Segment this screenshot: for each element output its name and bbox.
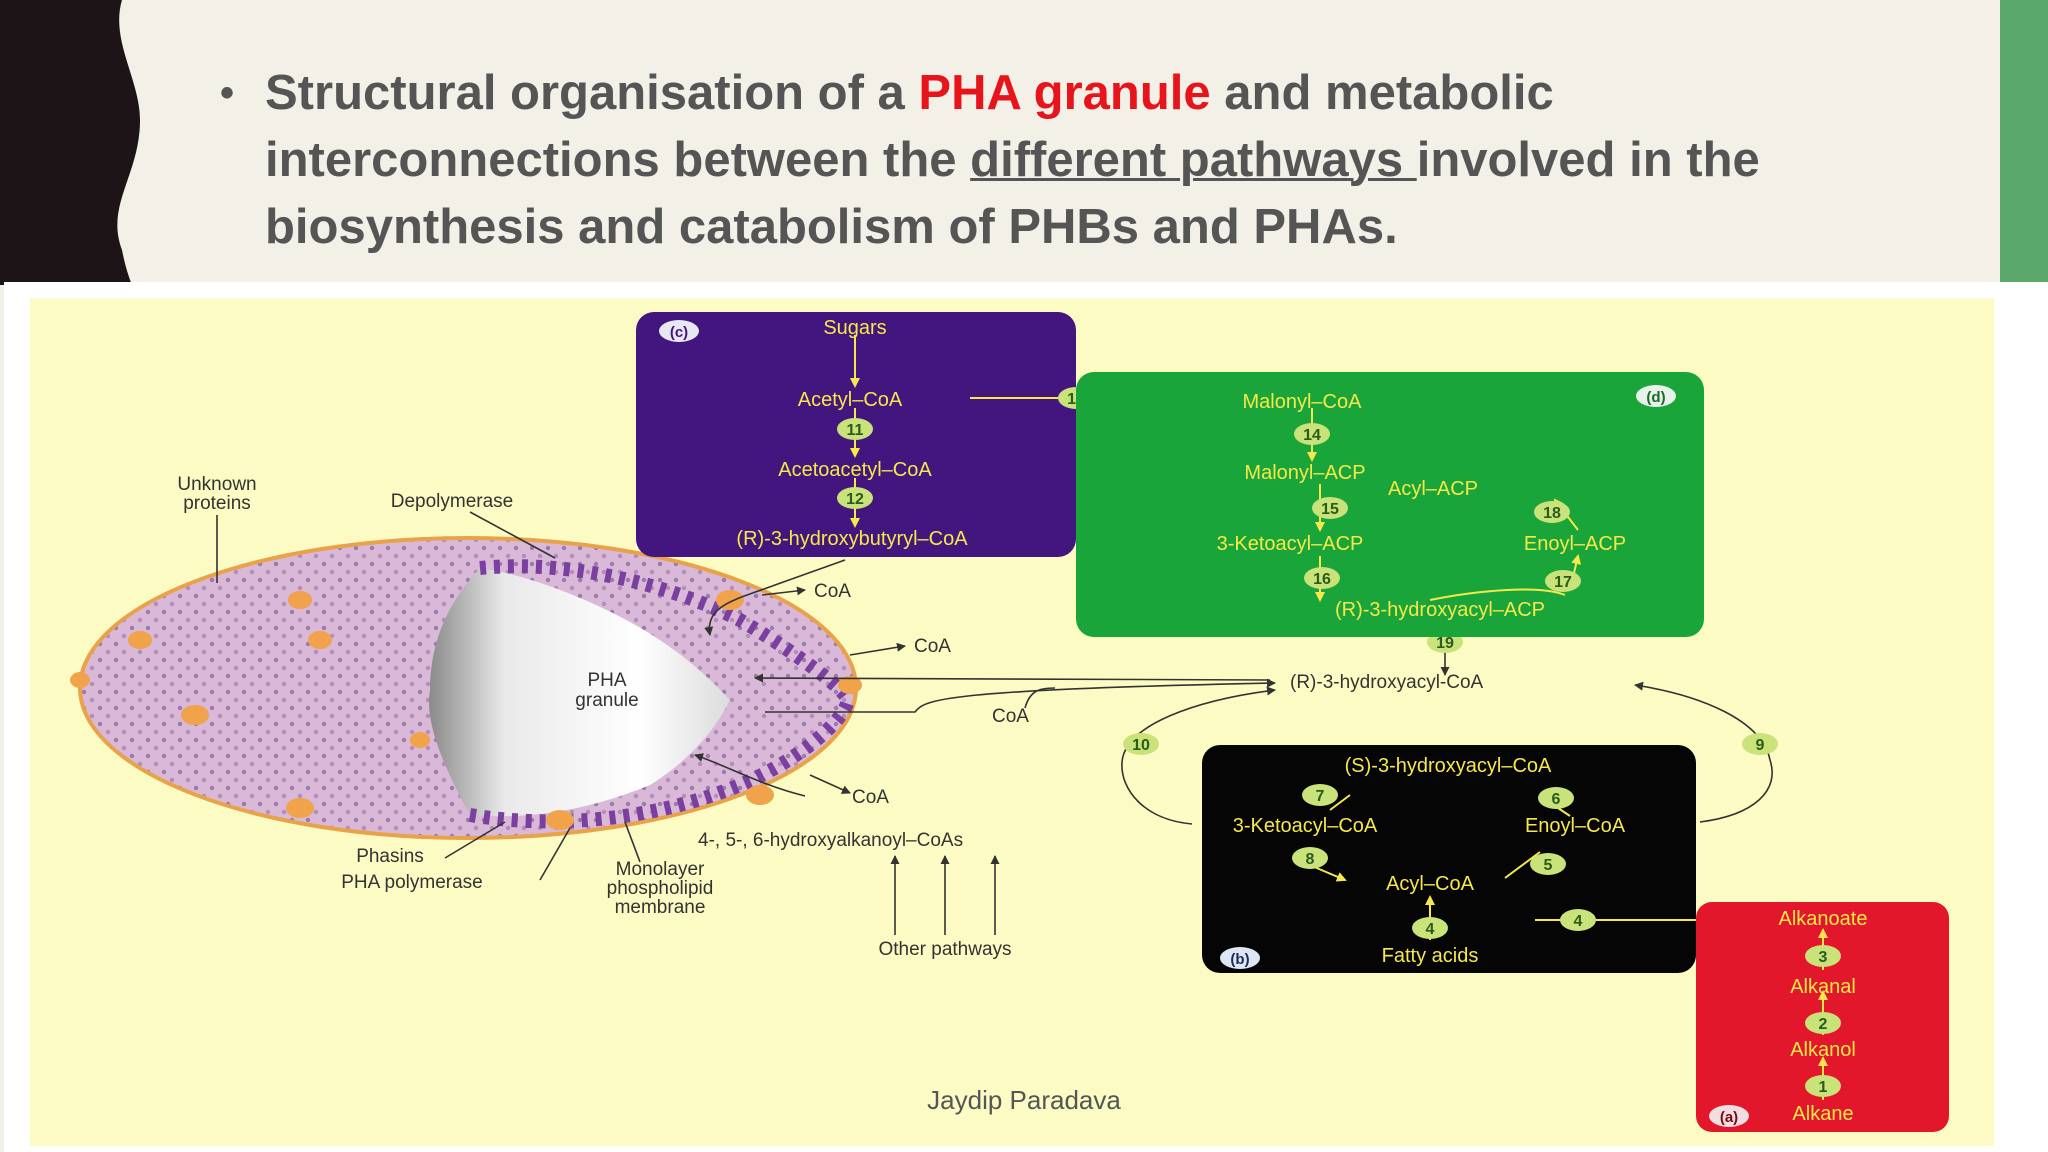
coa-label-1: CoA: [814, 581, 851, 602]
depolymerase-leader: [469, 511, 556, 559]
alkanoate-label: Alkanoate: [1779, 908, 1868, 930]
phasins-leader: [444, 821, 506, 859]
pathway-9-arrow: [1634, 681, 1773, 823]
coa-1-arrow: [761, 586, 806, 596]
ketoacyl-acp-label: 3-Ketoacyl–ACP: [1217, 533, 1364, 555]
circle-16-label: 16: [1313, 571, 1331, 588]
acetyl-coa-label: Acetyl–CoA: [798, 389, 903, 411]
bullet-symbol: •: [220, 71, 235, 115]
coa-label-4: CoA: [852, 787, 889, 808]
alkanal-label: Alkanal: [1790, 976, 1856, 998]
circle-14-label: 14: [1303, 427, 1321, 444]
ketoacyl-coa-label: 3-Ketoacyl–CoA: [1233, 815, 1378, 837]
granule-core-label-2: granule: [575, 690, 638, 711]
pha-granule: PHA granule: [70, 536, 862, 840]
monolayer-leader: [624, 821, 641, 863]
circle-11-label: 11: [847, 422, 864, 439]
alkanol-label: Alkanol: [1790, 1039, 1856, 1061]
malonyl-coa-label: Malonyl–CoA: [1243, 391, 1363, 413]
other-pathways-label: Other pathways: [878, 939, 1011, 960]
malonyl-acp-label: Malonyl–ACP: [1244, 462, 1365, 484]
circle-18-label: 18: [1543, 505, 1561, 522]
circle-17-label: 17: [1554, 574, 1572, 591]
enoyl-coa-label: Enoyl–CoA: [1525, 815, 1626, 837]
panel-b: (S)-3-hydroxyacyl–CoA 3-Ketoacyl–CoA Eno…: [1202, 745, 1700, 973]
sugars-label: Sugars: [823, 317, 886, 339]
circle-12-label: 12: [846, 491, 864, 508]
hydroxybutyryl-coa-label: (R)-3-hydroxybutyryl–CoA: [736, 528, 968, 550]
membrane-lower: [468, 698, 855, 829]
panel-a-tag: (a): [1720, 1109, 1738, 1126]
acyl-coa-label: Acyl–CoA: [1386, 873, 1474, 895]
s-hydroxyacyl-coa-label: (S)-3-hydroxyacyl–CoA: [1345, 755, 1552, 777]
circle-4-link-label: 4: [1574, 913, 1583, 930]
circle-2-label: 2: [1819, 1016, 1828, 1033]
dark-wave-band: [0, 0, 140, 285]
circle-9: [1742, 733, 1778, 755]
granule-to-hydroxyacyl-arrow: [765, 678, 1276, 713]
depolymerase-label: Depolymerase: [391, 491, 514, 512]
granule-core-label-1: PHA: [587, 670, 626, 691]
hydroxyalkanoyl-to-granule-arrow: [694, 753, 806, 797]
granule-core: [429, 568, 730, 817]
slide-footer: Jaydip Paradava: [927, 1085, 1121, 1115]
alkane-label: Alkane: [1792, 1103, 1853, 1125]
monolayer-label-3: membrane: [615, 897, 706, 918]
coa-3-branch: [1024, 687, 1056, 709]
polymerase-leader: [539, 827, 571, 881]
hydroxyalkanoyl-label: 4-, 5-, 6-hydroxyalkanoyl–CoAs: [698, 830, 963, 851]
heading-part-2: and metabolic interconnections between t…: [265, 66, 1554, 187]
green-side-bar: [2000, 0, 2048, 285]
pha-polymerase-label: PHA polymerase: [341, 872, 483, 893]
circle-6-label: 6: [1552, 791, 1561, 808]
panel-d-tag: (d): [1646, 389, 1665, 406]
unknown-proteins-label-1: Unknown: [177, 474, 256, 495]
circle-4-label: 4: [1426, 921, 1435, 938]
fatty-acids-label: Fatty acids: [1382, 945, 1479, 967]
panel-c-tag: (c): [670, 324, 688, 341]
heading-highlight: PHA granule: [918, 66, 1211, 120]
circle-1-label: 1: [1819, 1079, 1828, 1096]
panel-a: Alkanoate Alkanal Alkanol Alkane 3 2 1 (…: [1696, 902, 1949, 1132]
panel-c: Sugars Acetyl–CoA Acetoacetyl–CoA (R)-3-…: [636, 312, 1182, 557]
circle-7-label: 7: [1316, 788, 1325, 805]
panel-d: Malonyl–CoA Malonyl–ACP Acyl–ACP 3-Ketoa…: [1076, 372, 1704, 637]
hydroxybutyryl-to-granule-arrow: [704, 559, 846, 636]
heading-part-1: Structural organisation of a: [265, 66, 919, 120]
heading-part-3: involved in the biosynthesis and catabol…: [265, 133, 1760, 254]
circle-9-label: 9: [1756, 737, 1765, 754]
heading-underlined: different pathways: [970, 133, 1417, 187]
bullet-text: • Structural organisation of a PHA granu…: [220, 60, 1920, 261]
enoyl-acp-label: Enoyl–ACP: [1524, 533, 1626, 555]
panel-b-tag: (b): [1230, 951, 1249, 968]
r-hydroxyacyl-coa-label: (R)-3-hydroxyacyl-CoA: [1290, 672, 1484, 693]
coa-label-3: CoA: [992, 706, 1029, 727]
circle-15-label: 15: [1321, 501, 1339, 518]
circle-3-label: 3: [1819, 949, 1828, 966]
acetoacetyl-coa-label: Acetoacetyl–CoA: [778, 459, 932, 481]
panel-d-box: [1076, 372, 1704, 637]
acyl-acp-label: Acyl–ACP: [1388, 478, 1478, 500]
circle-10: [1123, 733, 1159, 755]
coa-2-arrow: [849, 642, 906, 656]
unknown-proteins-label-2: proteins: [183, 493, 251, 514]
panel-b-box: [1202, 745, 1696, 973]
circle-5-label: 5: [1544, 857, 1553, 874]
depolymerase-release-arrow: [754, 673, 1271, 683]
pathway-10-arrow: [1121, 686, 1276, 825]
coa-label-2: CoA: [914, 636, 951, 657]
circle-10-label: 10: [1132, 737, 1150, 754]
monolayer-label-2: phospholipid: [607, 878, 714, 899]
circle-19-label: 19: [1436, 635, 1454, 652]
coa-4-arrow: [809, 774, 851, 794]
circle-8-label: 8: [1306, 851, 1315, 868]
phasins-label: Phasins: [356, 846, 424, 867]
hydroxyacyl-acp-label: (R)-3-hydroxyacyl–ACP: [1335, 599, 1545, 621]
slide-heading: Structural organisation of a PHA granule…: [265, 60, 1920, 261]
monolayer-label-1: Monolayer: [616, 859, 705, 880]
